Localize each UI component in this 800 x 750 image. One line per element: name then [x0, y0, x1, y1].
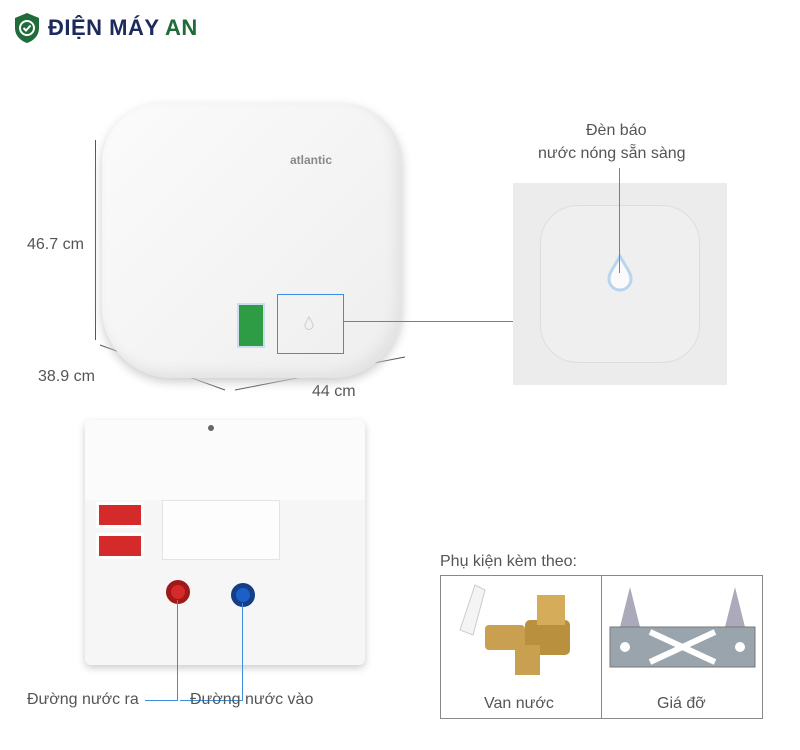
hot-outlet-pipe	[166, 580, 190, 604]
water-drop-icon	[607, 254, 633, 292]
cold-inlet-pipe	[231, 583, 255, 607]
energy-label-sticker	[237, 303, 265, 348]
brand-name-accent: AN	[164, 15, 198, 40]
inlet-callout-line	[242, 603, 243, 700]
outlet-callout-line	[177, 600, 178, 700]
rating-plate	[162, 500, 280, 560]
warning-sticker	[96, 502, 144, 528]
depth-label: 38.9 cm	[38, 368, 95, 385]
brand-logo: ĐIỆN MÁY AN	[14, 12, 198, 44]
callout-line	[344, 321, 513, 322]
inlet-callout-line-h	[180, 700, 243, 701]
accessories-divider	[601, 575, 602, 719]
accessory-label-valve: Van nước	[484, 695, 554, 712]
brand-name-main: ĐIỆN MÁY	[48, 15, 160, 40]
warning-sticker	[96, 533, 144, 559]
accessory-label-bracket: Giá đỡ	[657, 695, 706, 712]
inlet-label: Đường nước vào	[190, 691, 314, 708]
bracket-image	[609, 587, 756, 668]
shield-check-icon	[15, 13, 39, 43]
brand-name: ĐIỆN MÁY AN	[48, 15, 198, 41]
valve-image	[459, 584, 570, 675]
indicator-callout-line	[619, 168, 620, 273]
indicator-highlight-box	[277, 294, 344, 354]
outlet-callout-line-h	[145, 700, 178, 701]
height-dimension-line	[95, 140, 96, 340]
indicator-label-line1: Đèn báo	[586, 122, 647, 139]
drop-icon-small	[304, 316, 314, 330]
height-label: 46.7 cm	[27, 236, 84, 253]
water-heater-back-top	[85, 420, 365, 500]
indicator-label-line2: nước nóng sẵn sàng	[538, 145, 686, 162]
width-label: 44 cm	[312, 383, 356, 400]
outlet-label: Đường nước ra	[27, 691, 139, 708]
mount-hole	[208, 425, 214, 431]
accessories-title: Phụ kiện kèm theo:	[440, 553, 577, 570]
product-logo: atlantic	[290, 153, 333, 167]
